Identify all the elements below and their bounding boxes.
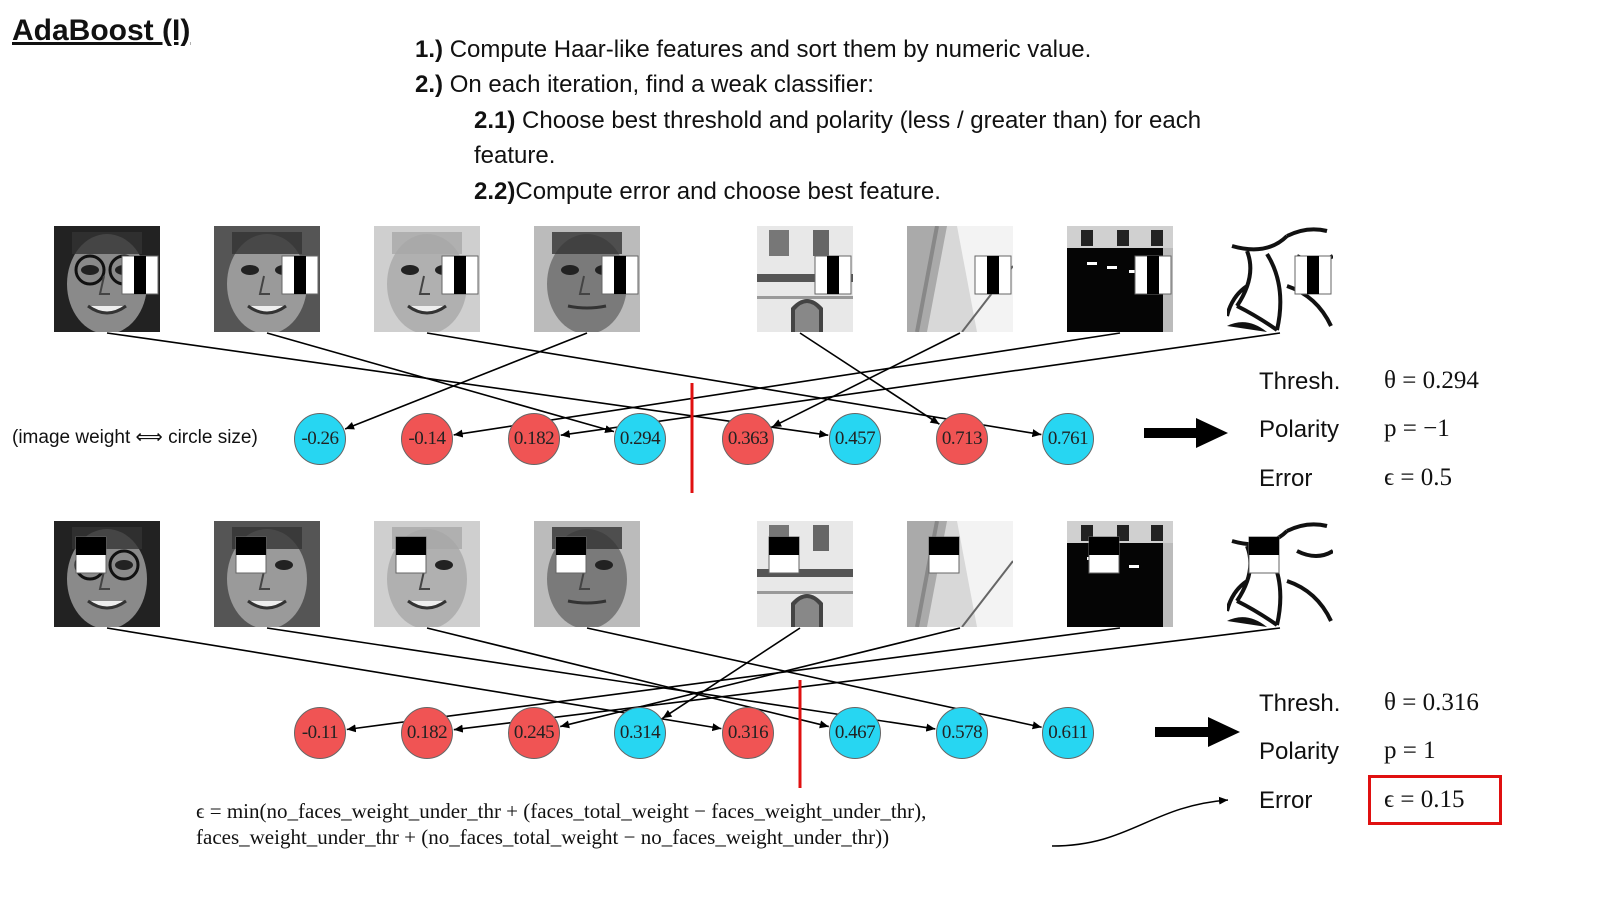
row1-error-label: Error [1259,465,1313,492]
thumbnail-face-2 [214,226,320,332]
step-2-2: 2.2)Compute error and choose best featur… [474,178,941,205]
row1-thresh-label: Thresh. [1259,368,1341,395]
row1-feature-value: 0.363 [722,413,774,465]
row1-polarity-value: p = −1 [1384,415,1450,442]
best-error-highlight-box [1368,775,1502,825]
row1-thresh-value: θ = 0.294 [1384,367,1479,394]
row1-feature-value: -0.26 [294,413,346,465]
row2-error-label: Error [1259,787,1313,814]
haar-feature-icon [1134,255,1172,295]
haar-feature-icon [814,255,852,295]
row2-polarity-value: p = 1 [1384,737,1436,764]
thumbnail-window [907,226,1013,332]
thumbnail-face-1 [54,521,160,627]
row2-feature-value: 0.314 [614,707,666,759]
formula-pointer-arrow [1051,796,1229,847]
step-2: 2.) On each iteration, find a weak class… [415,71,874,98]
row2-feature-value: 0.182 [401,707,453,759]
haar-feature-icon [1248,536,1280,574]
slide-title: AdaBoost (I) [12,14,191,47]
step-1: 1.) Compute Haar-like features and sort … [415,36,1092,63]
connector-arrow [106,332,829,438]
haar-feature-icon [395,536,427,574]
row1-result-arrow [1144,418,1228,448]
error-formula: ϵ = min(no_faces_weight_under_thr + (fac… [196,798,926,850]
row2-polarity-label: Polarity [1259,738,1340,765]
connector-arrow [266,332,615,434]
haar-feature-icon [928,536,960,574]
thumbnail-window [907,521,1013,627]
row2-error-value: ϵ = 0.15 [1384,786,1465,813]
thumbnail-dark-building [1067,521,1173,627]
connector-arrow [560,332,1281,438]
thumbnail-face-3 [374,226,480,332]
row1-polarity-label: Polarity [1259,416,1340,443]
thumbnail-face-4 [534,226,640,332]
thumbnail-tree-branches [1227,226,1333,332]
error-formula-line1: ϵ = min(no_faces_weight_under_thr + (fac… [196,799,927,823]
row1-error-value: ϵ = 0.5 [1384,464,1452,491]
connector-arrow [662,627,801,719]
thumbnail-face-2 [214,521,320,627]
row2-connectors [106,627,1281,733]
connector-arrow [266,627,936,732]
thumbnail-building [747,226,853,332]
connector-arrow [453,332,1121,438]
row2-feature-value: 0.245 [508,707,560,759]
haar-feature-icon [1088,536,1120,574]
haar-feature-icon [555,536,587,574]
error-formula-line2: faces_weight_under_thr + (no_faces_total… [196,825,890,849]
haar-feature-icon [281,255,319,295]
row2-feature-value: 0.316 [722,707,774,759]
row1-feature-value: 0.457 [829,413,881,465]
thumbnail-dark-building [1067,226,1173,332]
thumbnail-face-1 [54,226,160,332]
row2-feature-value: 0.578 [936,707,988,759]
row2-feature-value: -0.11 [294,707,346,759]
haar-feature-icon [121,255,159,295]
haar-feature-icon [235,536,267,574]
step-2-1: 2.1) Choose best threshold and polarity … [474,107,1202,134]
step-2-1-cont: feature. [474,142,556,169]
row2-thresh-value: θ = 0.316 [1384,689,1479,716]
haar-feature-icon [75,536,107,574]
row1-feature-value: 0.182 [508,413,560,465]
image-weight-note: (image weight ⟺ circle size) [12,427,258,448]
haar-feature-icon [768,536,800,574]
haar-feature-icon [441,255,479,295]
row1-connectors [106,332,1281,438]
row1-feature-value: -0.14 [401,413,453,465]
row1-feature-value: 0.761 [1042,413,1094,465]
connector-arrow [346,627,1121,733]
haar-feature-icon [1294,255,1332,295]
thumbnail-building [747,521,853,627]
connector-arrow [771,332,961,428]
row2-result-arrow [1155,717,1240,747]
thumbnail-face-4 [534,521,640,627]
row2-feature-value: 0.467 [829,707,881,759]
connector-arrow [453,627,1281,733]
haar-feature-icon [974,255,1012,295]
row1-feature-value: 0.713 [936,413,988,465]
thumbnail-face-3 [374,521,480,627]
row2-thresh-label: Thresh. [1259,690,1341,717]
row2-feature-value: 0.611 [1042,707,1094,759]
connector-arrow [344,332,588,430]
row1-feature-value: 0.294 [614,413,666,465]
haar-feature-icon [601,255,639,295]
thumbnail-tree-branches [1227,521,1333,627]
